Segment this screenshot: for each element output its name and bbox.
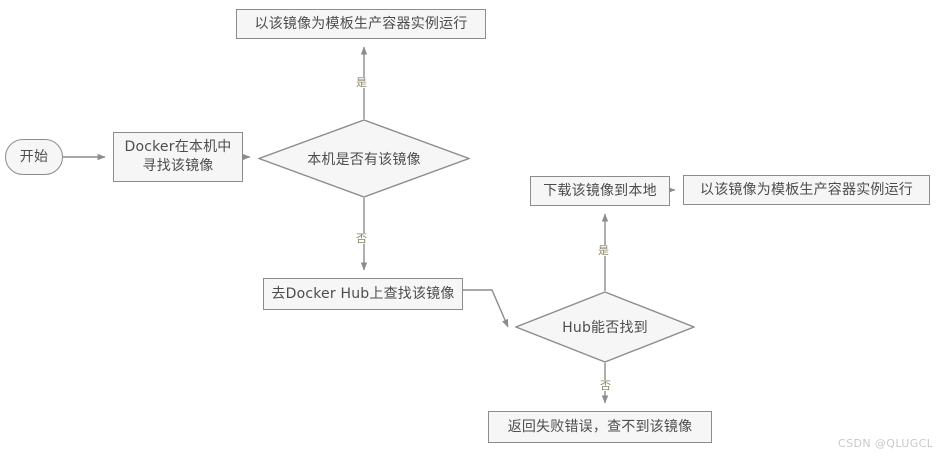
decision-hub-found-shape [515, 291, 695, 363]
node-decision-hub-found-label: Hub能否找到 [562, 320, 648, 336]
edge-label-no-hub: 否 [599, 379, 612, 392]
node-decision-local-image-label: 本机是否有该镜像 [307, 151, 421, 168]
node-search-local[interactable]: Docker在本机中 寻找该镜像 [113, 132, 243, 182]
node-download-image[interactable]: 下载该镜像到本地 [530, 176, 670, 206]
node-run-container-local[interactable]: 以该镜像为模板生产容器实例运行 [236, 9, 486, 39]
csdn-watermark: CSDN @QLUGCL [838, 437, 934, 450]
edge-label-no-local: 否 [355, 232, 368, 245]
node-search-local-label: Docker在本机中 寻找该镜像 [124, 139, 232, 174]
node-return-failure[interactable]: 返回失败错误，查不到该镜像 [488, 411, 712, 443]
edge-label-yes-local: 是 [355, 76, 368, 89]
node-start[interactable]: 开始 [5, 139, 63, 175]
node-download-image-label: 下载该镜像到本地 [543, 182, 657, 199]
edge-label-yes-hub: 是 [597, 244, 610, 257]
node-start-label: 开始 [19, 148, 49, 165]
node-search-docker-hub-label: 去Docker Hub上查找该镜像 [271, 285, 455, 302]
node-return-failure-label: 返回失败错误，查不到该镜像 [507, 418, 693, 435]
node-search-docker-hub[interactable]: 去Docker Hub上查找该镜像 [263, 278, 463, 310]
node-run-container-local-label: 以该镜像为模板生产容器实例运行 [254, 15, 468, 32]
decision-local-image-shape [258, 119, 470, 198]
node-decision-hub-found[interactable]: Hub能否找到 [515, 291, 695, 363]
node-run-container-pulled-label: 以该镜像为模板生产容器实例运行 [700, 181, 913, 198]
node-run-container-pulled[interactable]: 以该镜像为模板生产容器实例运行 [683, 175, 930, 205]
node-decision-local-image[interactable]: 本机是否有该镜像 [258, 119, 470, 198]
edge-hubsearch-to-decision2 [463, 289, 509, 328]
